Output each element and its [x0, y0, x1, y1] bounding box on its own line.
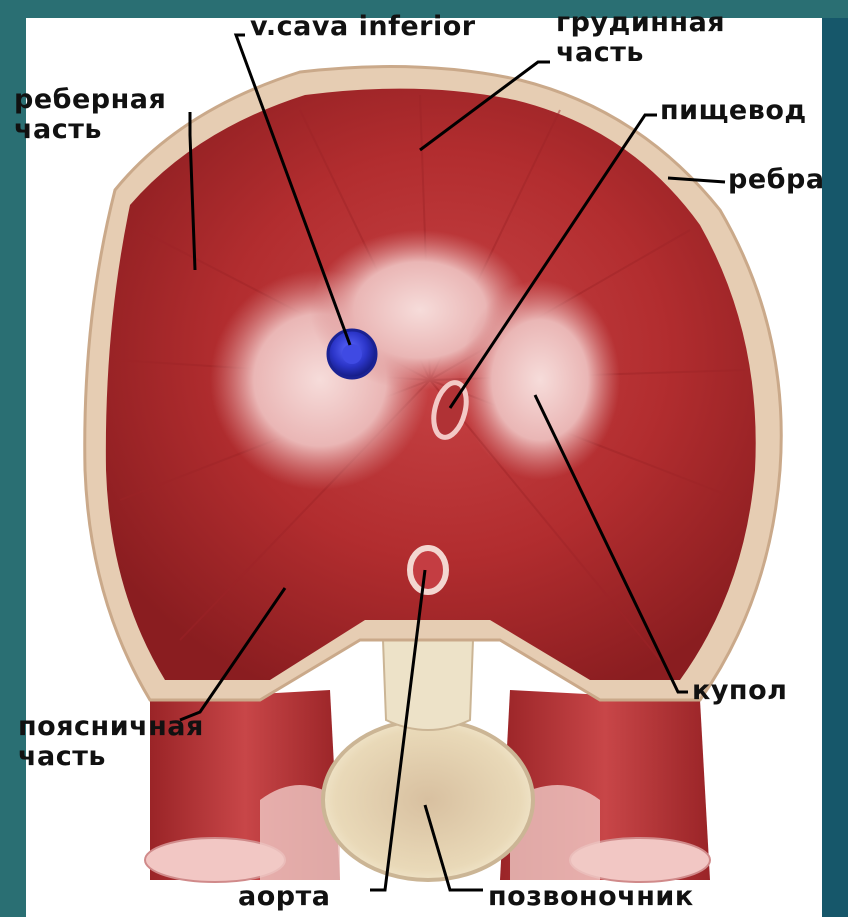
label-aorta: аорта	[238, 882, 330, 912]
aortic-opening	[410, 548, 446, 592]
label-dome: купол	[692, 676, 787, 706]
label-esophagus: пищевод	[660, 96, 807, 126]
label-vena-cava: v.cava inferior	[250, 12, 476, 42]
central-tendon-right	[460, 280, 620, 480]
label-spine: позвоночник	[488, 882, 694, 912]
label-costal-part: реберная часть	[14, 85, 166, 145]
label-lumbar-part: поясничная часть	[18, 712, 204, 772]
label-sternal-part: грудинная часть	[556, 8, 725, 68]
label-ribs: ребра	[728, 165, 825, 195]
background-right-strip	[822, 0, 848, 917]
vertebra	[323, 720, 533, 880]
